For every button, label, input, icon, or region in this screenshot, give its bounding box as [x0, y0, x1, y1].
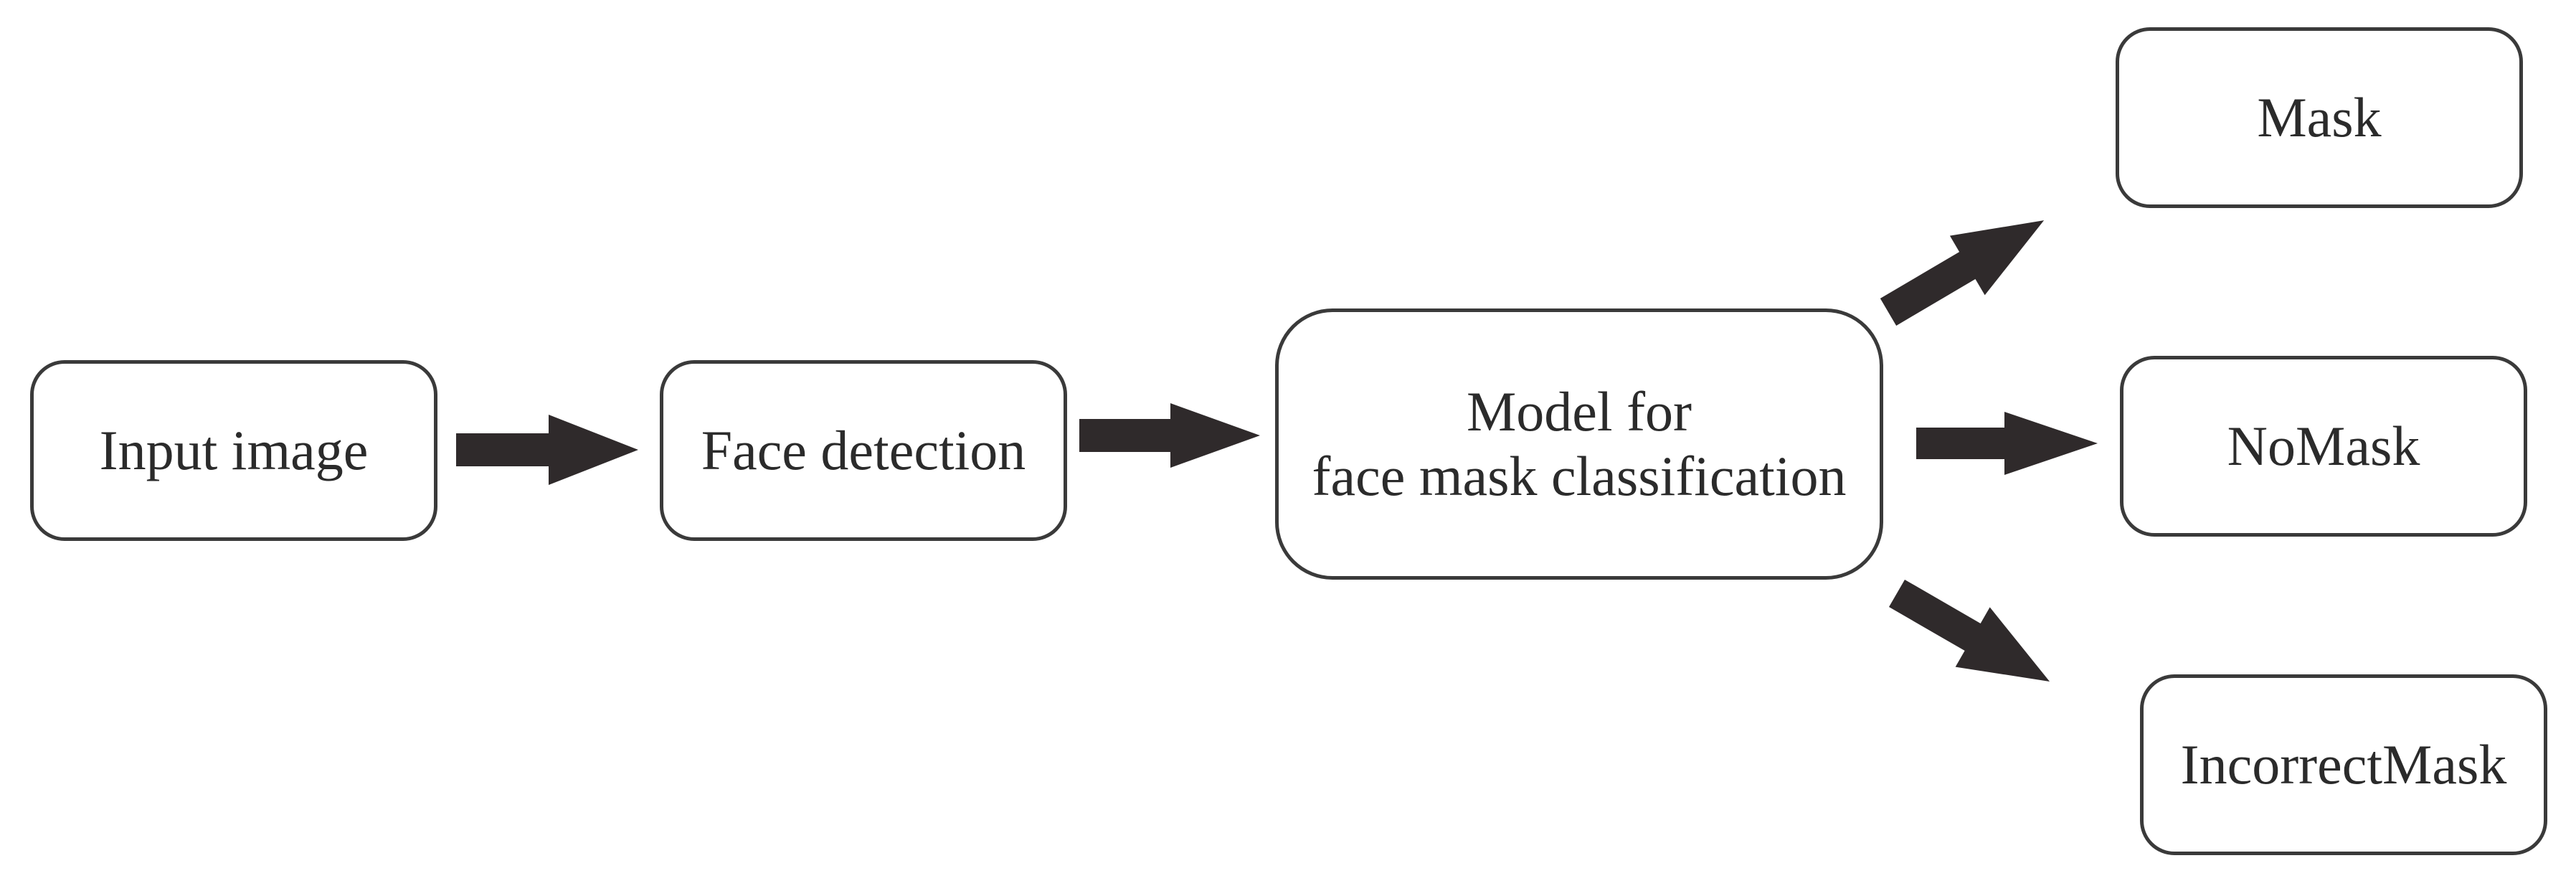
arrow-input-to-face-detection [456, 415, 638, 485]
incorrectmask-output-node: IncorrectMask [2140, 674, 2547, 855]
mask-output-node: Mask [2116, 27, 2523, 208]
arrow-model-to-nomask [1916, 412, 2098, 475]
face-detection-node: Face detection [660, 360, 1067, 541]
nomask-label: NoMask [2227, 415, 2420, 478]
model-label-line1: Model for [1466, 380, 1692, 443]
arrow-model-to-mask [1880, 220, 2045, 326]
face-detection-label: Face detection [701, 419, 1026, 482]
classification-model-node: Model for face mask classification [1275, 308, 1883, 580]
incorrectmask-label: IncorrectMask [2180, 733, 2507, 796]
nomask-output-node: NoMask [2120, 356, 2527, 537]
arrow-face-detection-to-model [1079, 403, 1260, 468]
input-image-node: Input image [30, 360, 437, 541]
mask-label: Mask [2257, 86, 2382, 149]
input-image-label: Input image [99, 419, 369, 482]
model-label-line2: face mask classification [1312, 445, 1847, 507]
arrow-model-to-incorrectmask [1889, 579, 2050, 682]
